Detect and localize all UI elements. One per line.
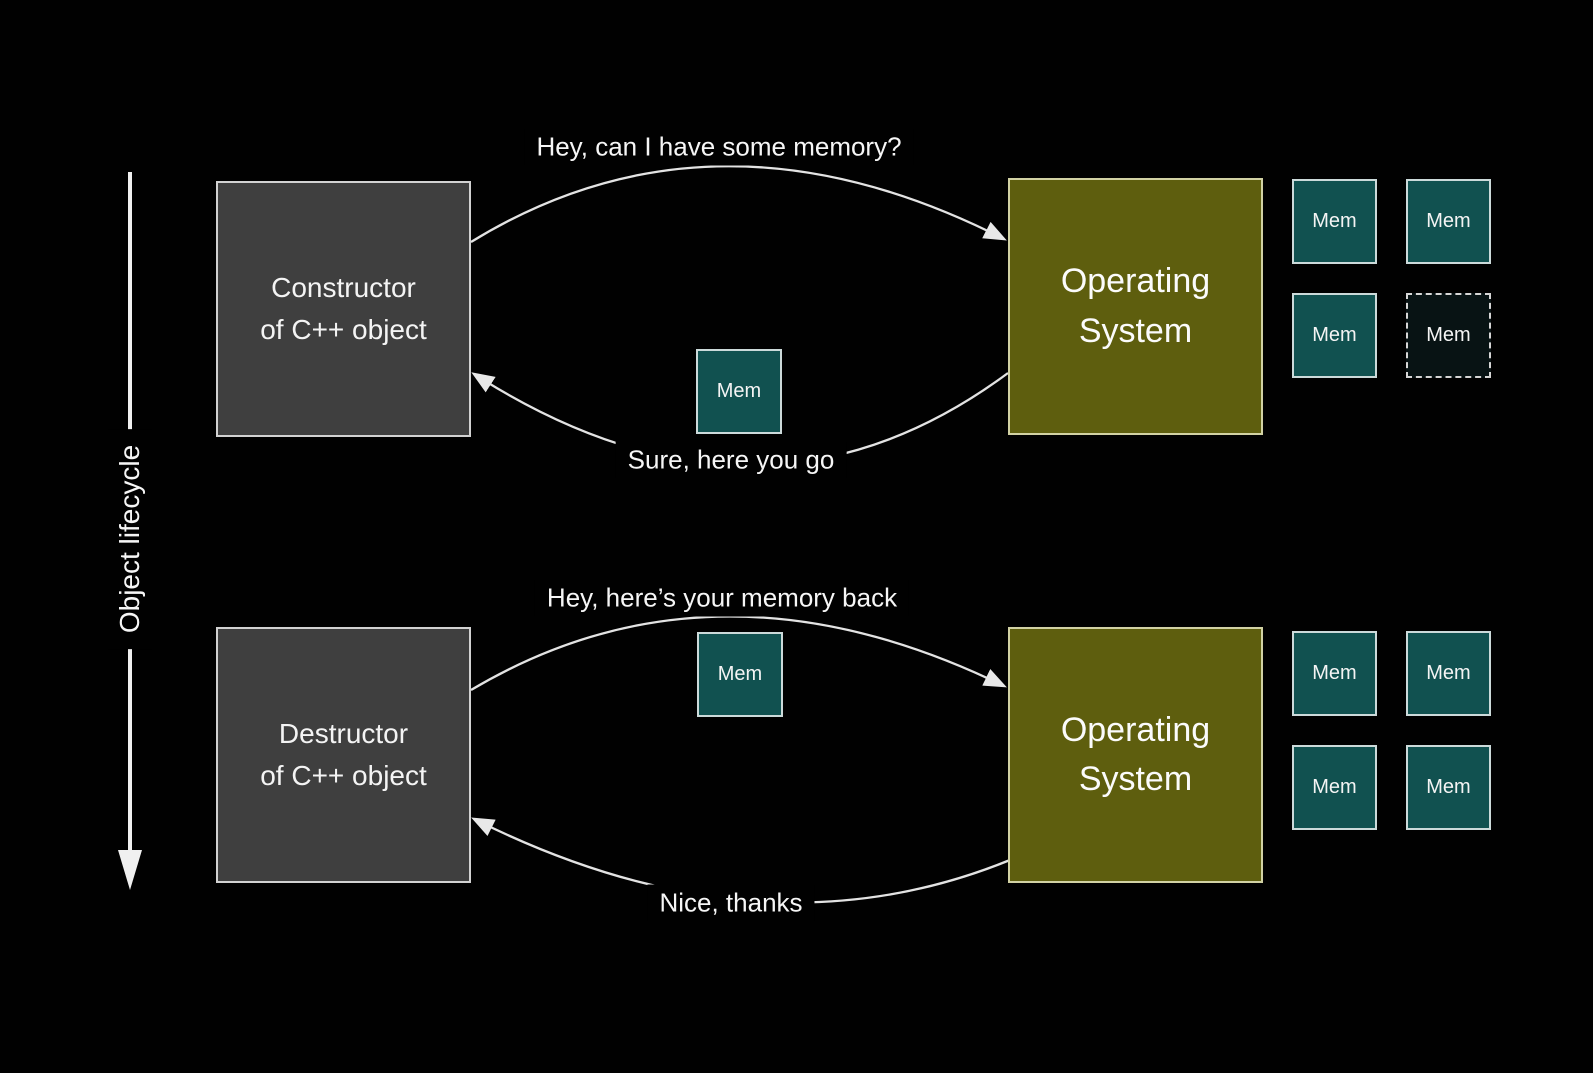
lifecycle-arrowhead-icon [118, 850, 142, 890]
bottom-request-text: Hey, here’s your memory back [534, 579, 910, 617]
top-os-label-line1: Operating [1060, 262, 1211, 301]
bottom-os-mem-grid: Mem Mem Mem Mem [1292, 631, 1491, 830]
bottom-os-label-line1: Operating [1060, 710, 1211, 749]
bottom-mem-cell-1: Mem [1292, 631, 1377, 716]
bottom-mem-cell-4: Mem [1406, 745, 1491, 830]
destructor-label-line2: of C++ object [260, 760, 427, 791]
top-response-text: Sure, here you go [615, 441, 847, 479]
top-os-label-line2: System [1078, 311, 1193, 350]
top-mem-cell-1: Mem [1292, 179, 1377, 264]
top-mem-cell-2: Mem [1406, 179, 1491, 264]
bottom-request-arrow [470, 615, 1007, 691]
top-os-mem-grid: Mem Mem Mem Mem [1292, 179, 1491, 378]
bottom-transfer-mem-box: Mem [697, 632, 783, 717]
constructor-box: Constructor of C++ object [216, 181, 471, 437]
top-mem-cell-4: Mem [1406, 293, 1491, 378]
top-request-text: Hey, can I have some memory? [524, 128, 914, 166]
top-mem-cell-3: Mem [1292, 293, 1377, 378]
bottom-response-text: Nice, thanks [647, 884, 815, 922]
bottom-mem-cell-3: Mem [1292, 745, 1377, 830]
top-request-arrow [470, 165, 1007, 243]
destructor-box: Destructor of C++ object [216, 627, 471, 883]
bottom-os-box: Operating System [1008, 627, 1263, 883]
destructor-label-line1: Destructor [278, 718, 409, 749]
constructor-label-line2: of C++ object [260, 314, 427, 345]
bottom-mem-cell-2: Mem [1406, 631, 1491, 716]
top-transfer-mem-box: Mem [696, 349, 782, 434]
lifecycle-axis-label: Object lifecycle [108, 428, 152, 650]
top-os-box: Operating System [1008, 178, 1263, 435]
constructor-label-line1: Constructor [271, 272, 416, 303]
bottom-os-label-line2: System [1078, 760, 1193, 798]
